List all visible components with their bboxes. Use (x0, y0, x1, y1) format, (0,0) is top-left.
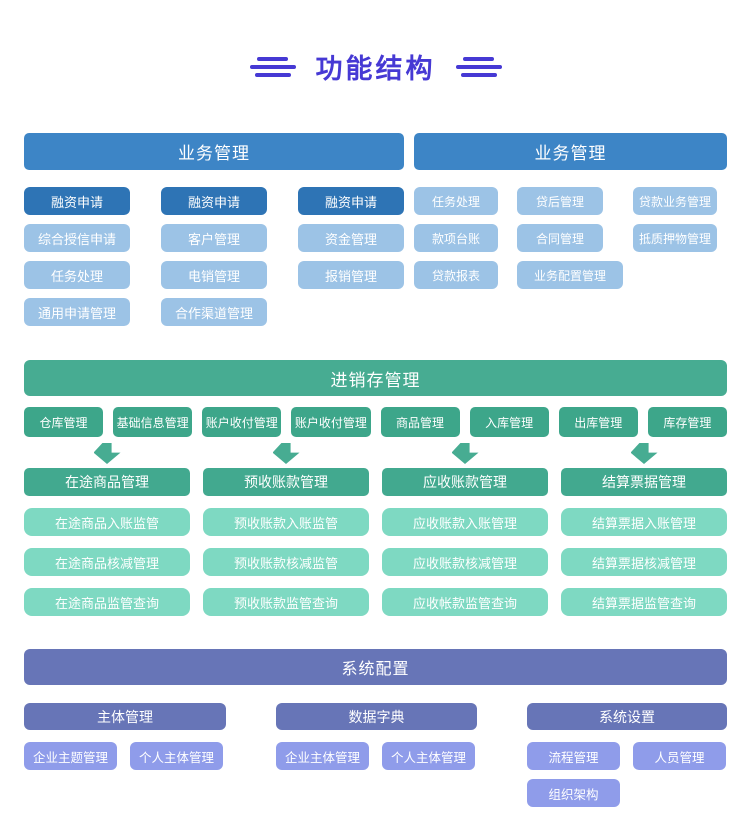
module-node: 在途商品入账监管 (24, 508, 190, 536)
module-node: 业务配置管理 (517, 261, 623, 289)
module-node: 融资申请 (298, 187, 404, 215)
module-node: 通用申请管理 (24, 298, 130, 326)
triple-line-right-icon (455, 56, 502, 77)
module-node: 应收账款核减管理 (382, 548, 548, 576)
module-node: 组织架构 (527, 779, 620, 807)
business-right-columns: 任务处理 款项台账 贷款报表 贷后管理 合同管理 业务配置管理 贷款业务管理 抵… (414, 187, 727, 289)
module-node: 企业主体管理 (276, 742, 369, 770)
group-header: 数据字典 (276, 703, 477, 730)
module-node: 结算票据入账管理 (561, 508, 727, 536)
module-node: 资金管理 (298, 224, 404, 252)
business-right-column-1: 任务处理 款项台账 贷款报表 (414, 187, 498, 289)
module-node: 抵质押物管理 (633, 224, 717, 252)
business-left-column-2: 融资申请 客户管理 电销管理 合作渠道管理 (161, 187, 267, 326)
business-right-column-3: 贷款业务管理 抵质押物管理 (633, 187, 717, 289)
module-node: 个人主体管理 (382, 742, 475, 770)
group-system-settings: 系统设置 流程管理 人员管理 组织架构 (527, 703, 727, 807)
triple-line-left-icon (249, 56, 296, 77)
module-node: 应收帐款监管查询 (382, 588, 548, 616)
system-groups: 主体管理 企业主题管理 个人主体管理 数据字典 企业主体管理 个人主体管理 系统… (24, 703, 727, 807)
business-right-header: 业务管理 (414, 133, 727, 170)
module-node: 款项台账 (414, 224, 498, 252)
group-receivables: 应收账款管理 应收账款入账管理 应收账款核减管理 应收帐款监管查询 (382, 468, 548, 616)
group-data-dictionary: 数据字典 企业主体管理 个人主体管理 (276, 703, 477, 807)
group-header: 在途商品管理 (24, 468, 190, 496)
business-left-header: 业务管理 (24, 133, 404, 170)
business-left-column-1: 融资申请 综合授信申请 任务处理 通用申请管理 (24, 187, 130, 326)
module-node: 人员管理 (633, 742, 726, 770)
module-node: 账户收付管理 (202, 407, 282, 437)
module-node: 预收账款入账监管 (203, 508, 369, 536)
module-node: 结算票据监管查询 (561, 588, 727, 616)
group-subject-management: 主体管理 企业主题管理 个人主体管理 (24, 703, 226, 807)
module-node: 报销管理 (298, 261, 404, 289)
down-arrow-icon (630, 443, 658, 464)
module-node: 在途商品监管查询 (24, 588, 190, 616)
module-node: 账户收付管理 (291, 407, 371, 437)
section-business-right: 业务管理 任务处理 款项台账 贷款报表 贷后管理 合同管理 业务配置管理 贷款业… (414, 133, 727, 326)
module-node: 任务处理 (24, 261, 130, 289)
group-advance-receipts: 预收账款管理 预收账款入账监管 预收账款核减监管 预收账款监管查询 (203, 468, 369, 616)
module-node: 任务处理 (414, 187, 498, 215)
down-arrow-icon (451, 443, 479, 464)
module-node: 仓库管理 (24, 407, 104, 437)
group-goods-in-transit: 在途商品管理 在途商品入账监管 在途商品核减管理 在途商品监管查询 (24, 468, 190, 616)
business-left-columns: 融资申请 综合授信申请 任务处理 通用申请管理 融资申请 客户管理 电销管理 合… (24, 187, 404, 326)
module-node: 应收账款入账管理 (382, 508, 548, 536)
module-node: 贷款报表 (414, 261, 498, 289)
inventory-header: 进销存管理 (24, 360, 727, 396)
system-config-header: 系统配置 (24, 649, 727, 685)
module-node: 合同管理 (517, 224, 603, 252)
module-node: 个人主体管理 (130, 742, 223, 770)
module-node: 融资申请 (24, 187, 130, 215)
module-node: 企业主题管理 (24, 742, 117, 770)
inventory-groups: 在途商品管理 在途商品入账监管 在途商品核减管理 在途商品监管查询 预收账款管理… (24, 468, 727, 616)
module-node: 贷后管理 (517, 187, 603, 215)
group-header: 主体管理 (24, 703, 226, 730)
page-title-text: 功能结构 (315, 54, 436, 84)
group-header: 系统设置 (527, 703, 727, 730)
arrow-row (24, 443, 727, 464)
module-node: 库存管理 (647, 407, 727, 437)
page-title: 功能结构 (24, 0, 727, 86)
module-node: 预收账款核减监管 (203, 548, 369, 576)
module-node: 商品管理 (380, 407, 460, 437)
module-node: 融资申请 (161, 187, 267, 215)
section-inventory: 进销存管理 仓库管理 基础信息管理 账户收付管理 账户收付管理 商品管理 入库管… (24, 360, 727, 616)
module-node: 电销管理 (161, 261, 267, 289)
group-header: 预收账款管理 (203, 468, 369, 496)
business-right-column-2: 贷后管理 合同管理 业务配置管理 (517, 187, 623, 289)
business-left-column-3: 融资申请 资金管理 报销管理 (298, 187, 404, 326)
group-header: 结算票据管理 (561, 468, 727, 496)
group-header: 应收账款管理 (382, 468, 548, 496)
module-node: 出库管理 (558, 407, 638, 437)
module-node: 合作渠道管理 (161, 298, 267, 326)
section-business-left: 业务管理 融资申请 综合授信申请 任务处理 通用申请管理 融资申请 客户管理 电… (24, 133, 404, 326)
module-node: 在途商品核减管理 (24, 548, 190, 576)
module-node: 综合授信申请 (24, 224, 130, 252)
module-node: 入库管理 (469, 407, 549, 437)
module-node: 贷款业务管理 (633, 187, 717, 215)
module-node: 预收账款监管查询 (203, 588, 369, 616)
module-node: 结算票据核减管理 (561, 548, 727, 576)
business-row: 业务管理 融资申请 综合授信申请 任务处理 通用申请管理 融资申请 客户管理 电… (24, 133, 727, 326)
down-arrow-icon (93, 443, 121, 464)
module-node: 流程管理 (527, 742, 620, 770)
inventory-module-row: 仓库管理 基础信息管理 账户收付管理 账户收付管理 商品管理 入库管理 出库管理… (24, 407, 727, 437)
module-node: 客户管理 (161, 224, 267, 252)
down-arrow-icon (272, 443, 300, 464)
section-system-config: 系统配置 主体管理 企业主题管理 个人主体管理 数据字典 企业主体管理 个人主体… (24, 649, 727, 807)
module-node: 基础信息管理 (113, 407, 193, 437)
group-settlement-bills: 结算票据管理 结算票据入账管理 结算票据核减管理 结算票据监管查询 (561, 468, 727, 616)
